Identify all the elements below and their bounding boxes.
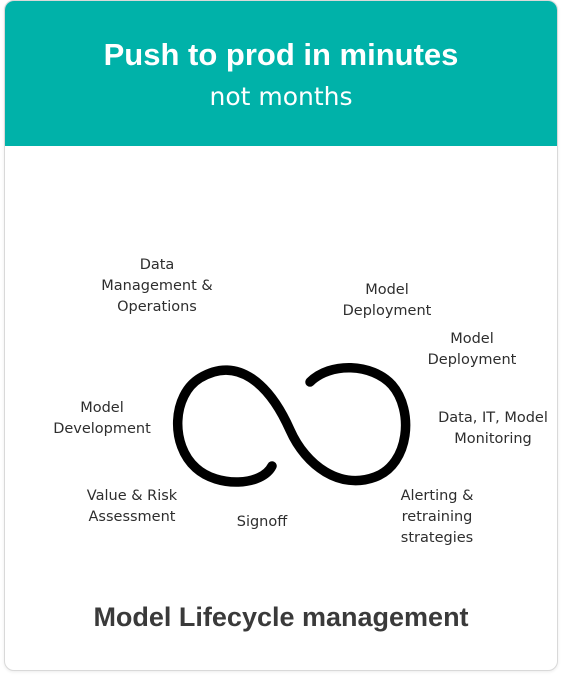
stage-model-deployment-secondary: Model Deployment: [427, 331, 517, 368]
stage-data-management: Data Management & Operations: [101, 257, 213, 315]
infinity-loop-path: [172, 362, 411, 487]
stage-value-risk: Value & Risk Assessment: [86, 488, 178, 525]
stage-model-deployment-primary: Model Deployment: [342, 282, 432, 319]
stage-monitoring: Data, IT, Model Monitoring: [438, 410, 548, 447]
footer-title: Model Lifecycle management: [93, 602, 469, 632]
lifecycle-card: Push to prod in minutes not months: [4, 0, 558, 671]
card-header: Push to prod in minutes not months: [5, 1, 557, 146]
stage-model-development: Model Development: [53, 400, 151, 437]
stage-alerting: Alerting & retraining strategies: [400, 488, 474, 546]
header-subtitle: not months: [209, 82, 353, 111]
header-title: Push to prod in minutes: [103, 37, 459, 72]
stage-signoff: Signoff: [236, 514, 288, 530]
